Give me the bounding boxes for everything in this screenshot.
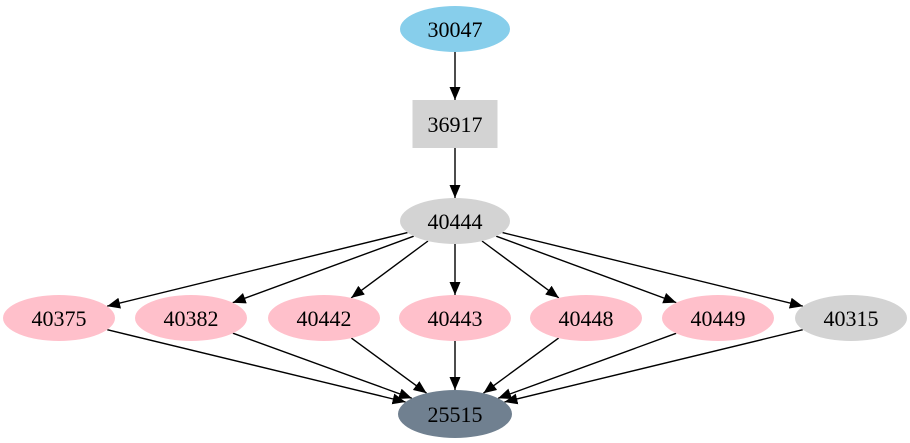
node-40449: 40449 [662,295,774,341]
node-30047-label: 30047 [428,17,483,42]
node-25515: 25515 [398,390,512,438]
edge-40444-to-40442 [350,240,429,299]
node-40442: 40442 [268,295,380,341]
edge-40444-to-40448 [481,240,560,299]
node-36917-shape [412,100,498,148]
node-40375: 40375 [3,295,115,341]
node-30047: 30047 [400,6,510,52]
node-40443: 40443 [399,295,511,341]
node-40315-label: 40315 [824,306,879,331]
node-40448-shape [530,295,642,341]
node-40442-label: 40442 [297,306,352,331]
node-40448: 40448 [530,295,642,341]
edge-40444-to-40375 [106,231,408,309]
node-40315: 40315 [795,295,907,341]
node-25515-shape [398,390,512,438]
node-40444-label: 40444 [428,209,483,234]
node-25515-label: 25515 [428,402,483,427]
node-40382-shape [135,295,247,341]
node-30047-shape [400,6,510,52]
node-40449-shape [662,295,774,341]
edge-40444-to-40449 [495,235,677,304]
edge-40444-to-40315 [502,231,804,309]
edge-40448-to-25515 [482,337,560,394]
edge-layer [106,52,804,405]
edge-40442-to-25515 [350,337,428,394]
node-40443-shape [399,295,511,341]
node-40315-shape [795,295,907,341]
node-40444: 40444 [400,198,510,244]
node-40382-label: 40382 [164,306,219,331]
node-40375-label: 40375 [32,306,87,331]
edge-40382-to-25515 [232,332,413,400]
node-40448-label: 40448 [559,306,614,331]
node-40382: 40382 [135,295,247,341]
node-36917-label: 36917 [428,112,483,137]
node-40375-shape [3,295,115,341]
edge-40449-to-25515 [497,332,677,400]
node-40442-shape [268,295,380,341]
node-40449-label: 40449 [691,306,746,331]
node-36917: 36917 [412,100,498,148]
edge-40444-to-40382 [232,235,414,304]
edge-40375-to-25515 [107,329,406,405]
node-40444-shape [400,198,510,244]
edge-40315-to-25515 [504,329,803,405]
node-40443-label: 40443 [428,306,483,331]
